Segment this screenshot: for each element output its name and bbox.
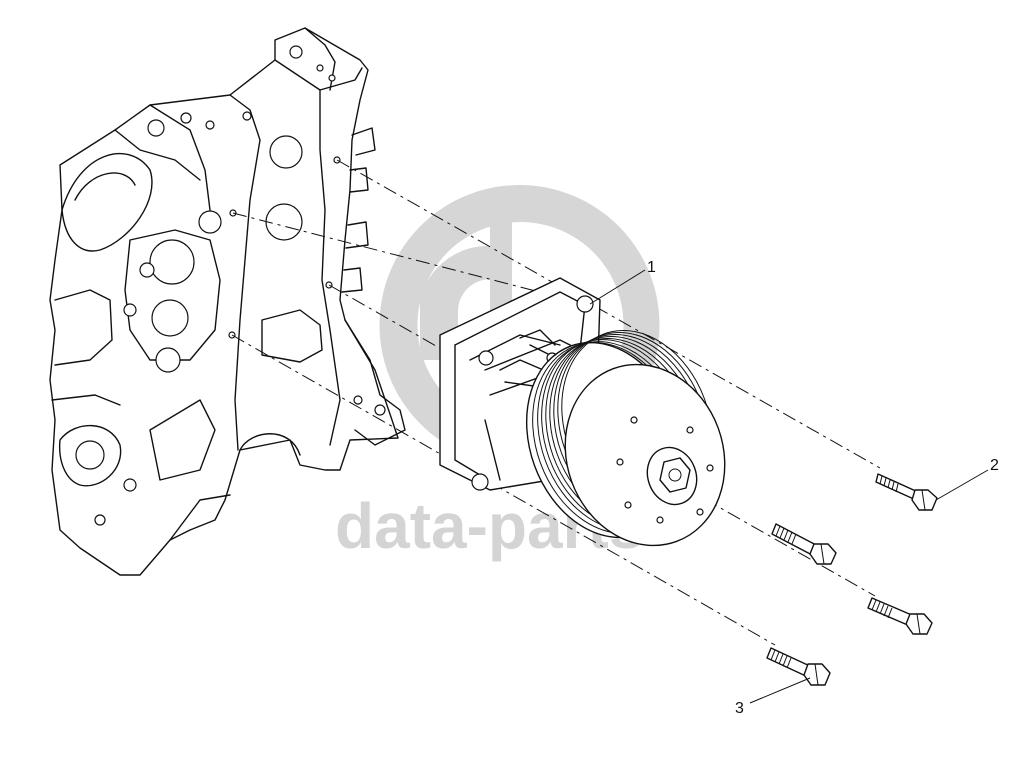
pulley-center-nut xyxy=(659,457,691,493)
pulley-face xyxy=(564,363,726,547)
callout-2: 2 xyxy=(935,457,999,501)
bolt-lower-right xyxy=(867,597,933,635)
pump-mount-hole-left xyxy=(478,350,494,366)
alignment-line-middle xyxy=(328,284,876,597)
callout-3: 3 xyxy=(735,677,811,717)
callout-3-label: 3 xyxy=(735,700,744,717)
callout-1-leader xyxy=(589,269,646,305)
callout-3-leader xyxy=(749,677,811,704)
pump-mount-hole-top xyxy=(576,295,594,313)
bolt-bottom xyxy=(766,647,831,686)
callout-1-label: 1 xyxy=(647,259,656,276)
callout-2-label: 2 xyxy=(990,457,999,474)
alignment-line-lower xyxy=(231,334,776,646)
pump-mount-hole-bottom xyxy=(471,473,489,491)
bolt-upper-right xyxy=(875,473,938,511)
alignment-line-middle-upper xyxy=(232,212,591,306)
bolt-center xyxy=(771,523,837,565)
pulley xyxy=(525,329,726,547)
callout-2-leader xyxy=(935,469,989,501)
alignment-line-upper xyxy=(336,159,881,469)
alignment-lines xyxy=(231,159,881,646)
callout-1: 1 xyxy=(589,259,656,305)
engine-block xyxy=(49,27,406,576)
